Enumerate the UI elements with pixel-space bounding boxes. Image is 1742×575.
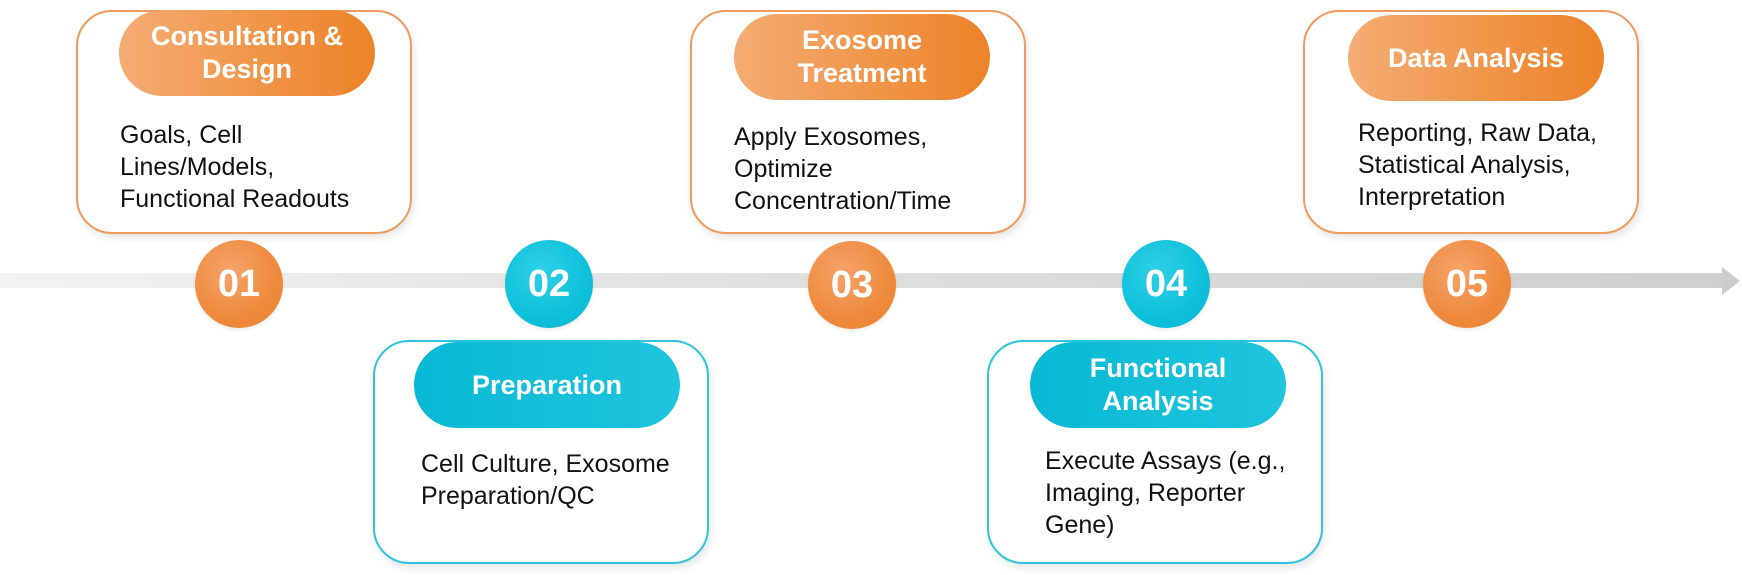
step-description-5: Reporting, Raw Data, Statistical Analysi… — [1358, 119, 1598, 211]
step-title-pill-1: Consultation & Design — [119, 10, 375, 96]
step-number-5: 05 — [1423, 240, 1511, 328]
step-number-1: 01 — [195, 240, 283, 328]
step-title-pill-5: Data Analysis — [1348, 15, 1604, 101]
timeline-arrowhead — [1722, 267, 1740, 295]
step-title-pill-3: Exosome Treatment — [734, 14, 990, 100]
step-number-4: 04 — [1122, 240, 1210, 328]
step-title-5: Data Analysis — [1387, 42, 1565, 73]
step-number-3: 03 — [808, 241, 896, 329]
step-description-4: Execute Assays (e.g., Imaging, Reporter … — [1045, 447, 1286, 539]
step-title-3: Exosome Treatment — [797, 25, 927, 88]
step-number-2: 02 — [505, 240, 593, 328]
step-title-4: Functional Analysis — [1089, 353, 1227, 416]
step-card-4: Functional Analysis Execute Assays (e.g.… — [987, 340, 1323, 564]
step-card-1: Consultation & Design Goals, Cell Lines/… — [76, 10, 412, 234]
step-description-3: Apply Exosomes, Optimize Concentration/T… — [734, 123, 952, 215]
step-title-1: Consultation & Design — [151, 21, 343, 84]
step-description-1: Goals, Cell Lines/Models, Functional Rea… — [120, 121, 350, 213]
step-description-2: Cell Culture, Exosome Preparation/QC — [421, 450, 670, 510]
step-card-3: Exosome Treatment Apply Exosomes, Optimi… — [690, 10, 1026, 234]
step-card-2: Preparation Cell Culture, Exosome Prepar… — [373, 340, 709, 564]
step-title-pill-4: Functional Analysis — [1030, 342, 1286, 428]
step-card-5: Data Analysis Reporting, Raw Data, Stati… — [1303, 10, 1639, 234]
step-title-pill-2: Preparation — [414, 342, 680, 428]
step-title-2: Preparation — [471, 369, 623, 400]
